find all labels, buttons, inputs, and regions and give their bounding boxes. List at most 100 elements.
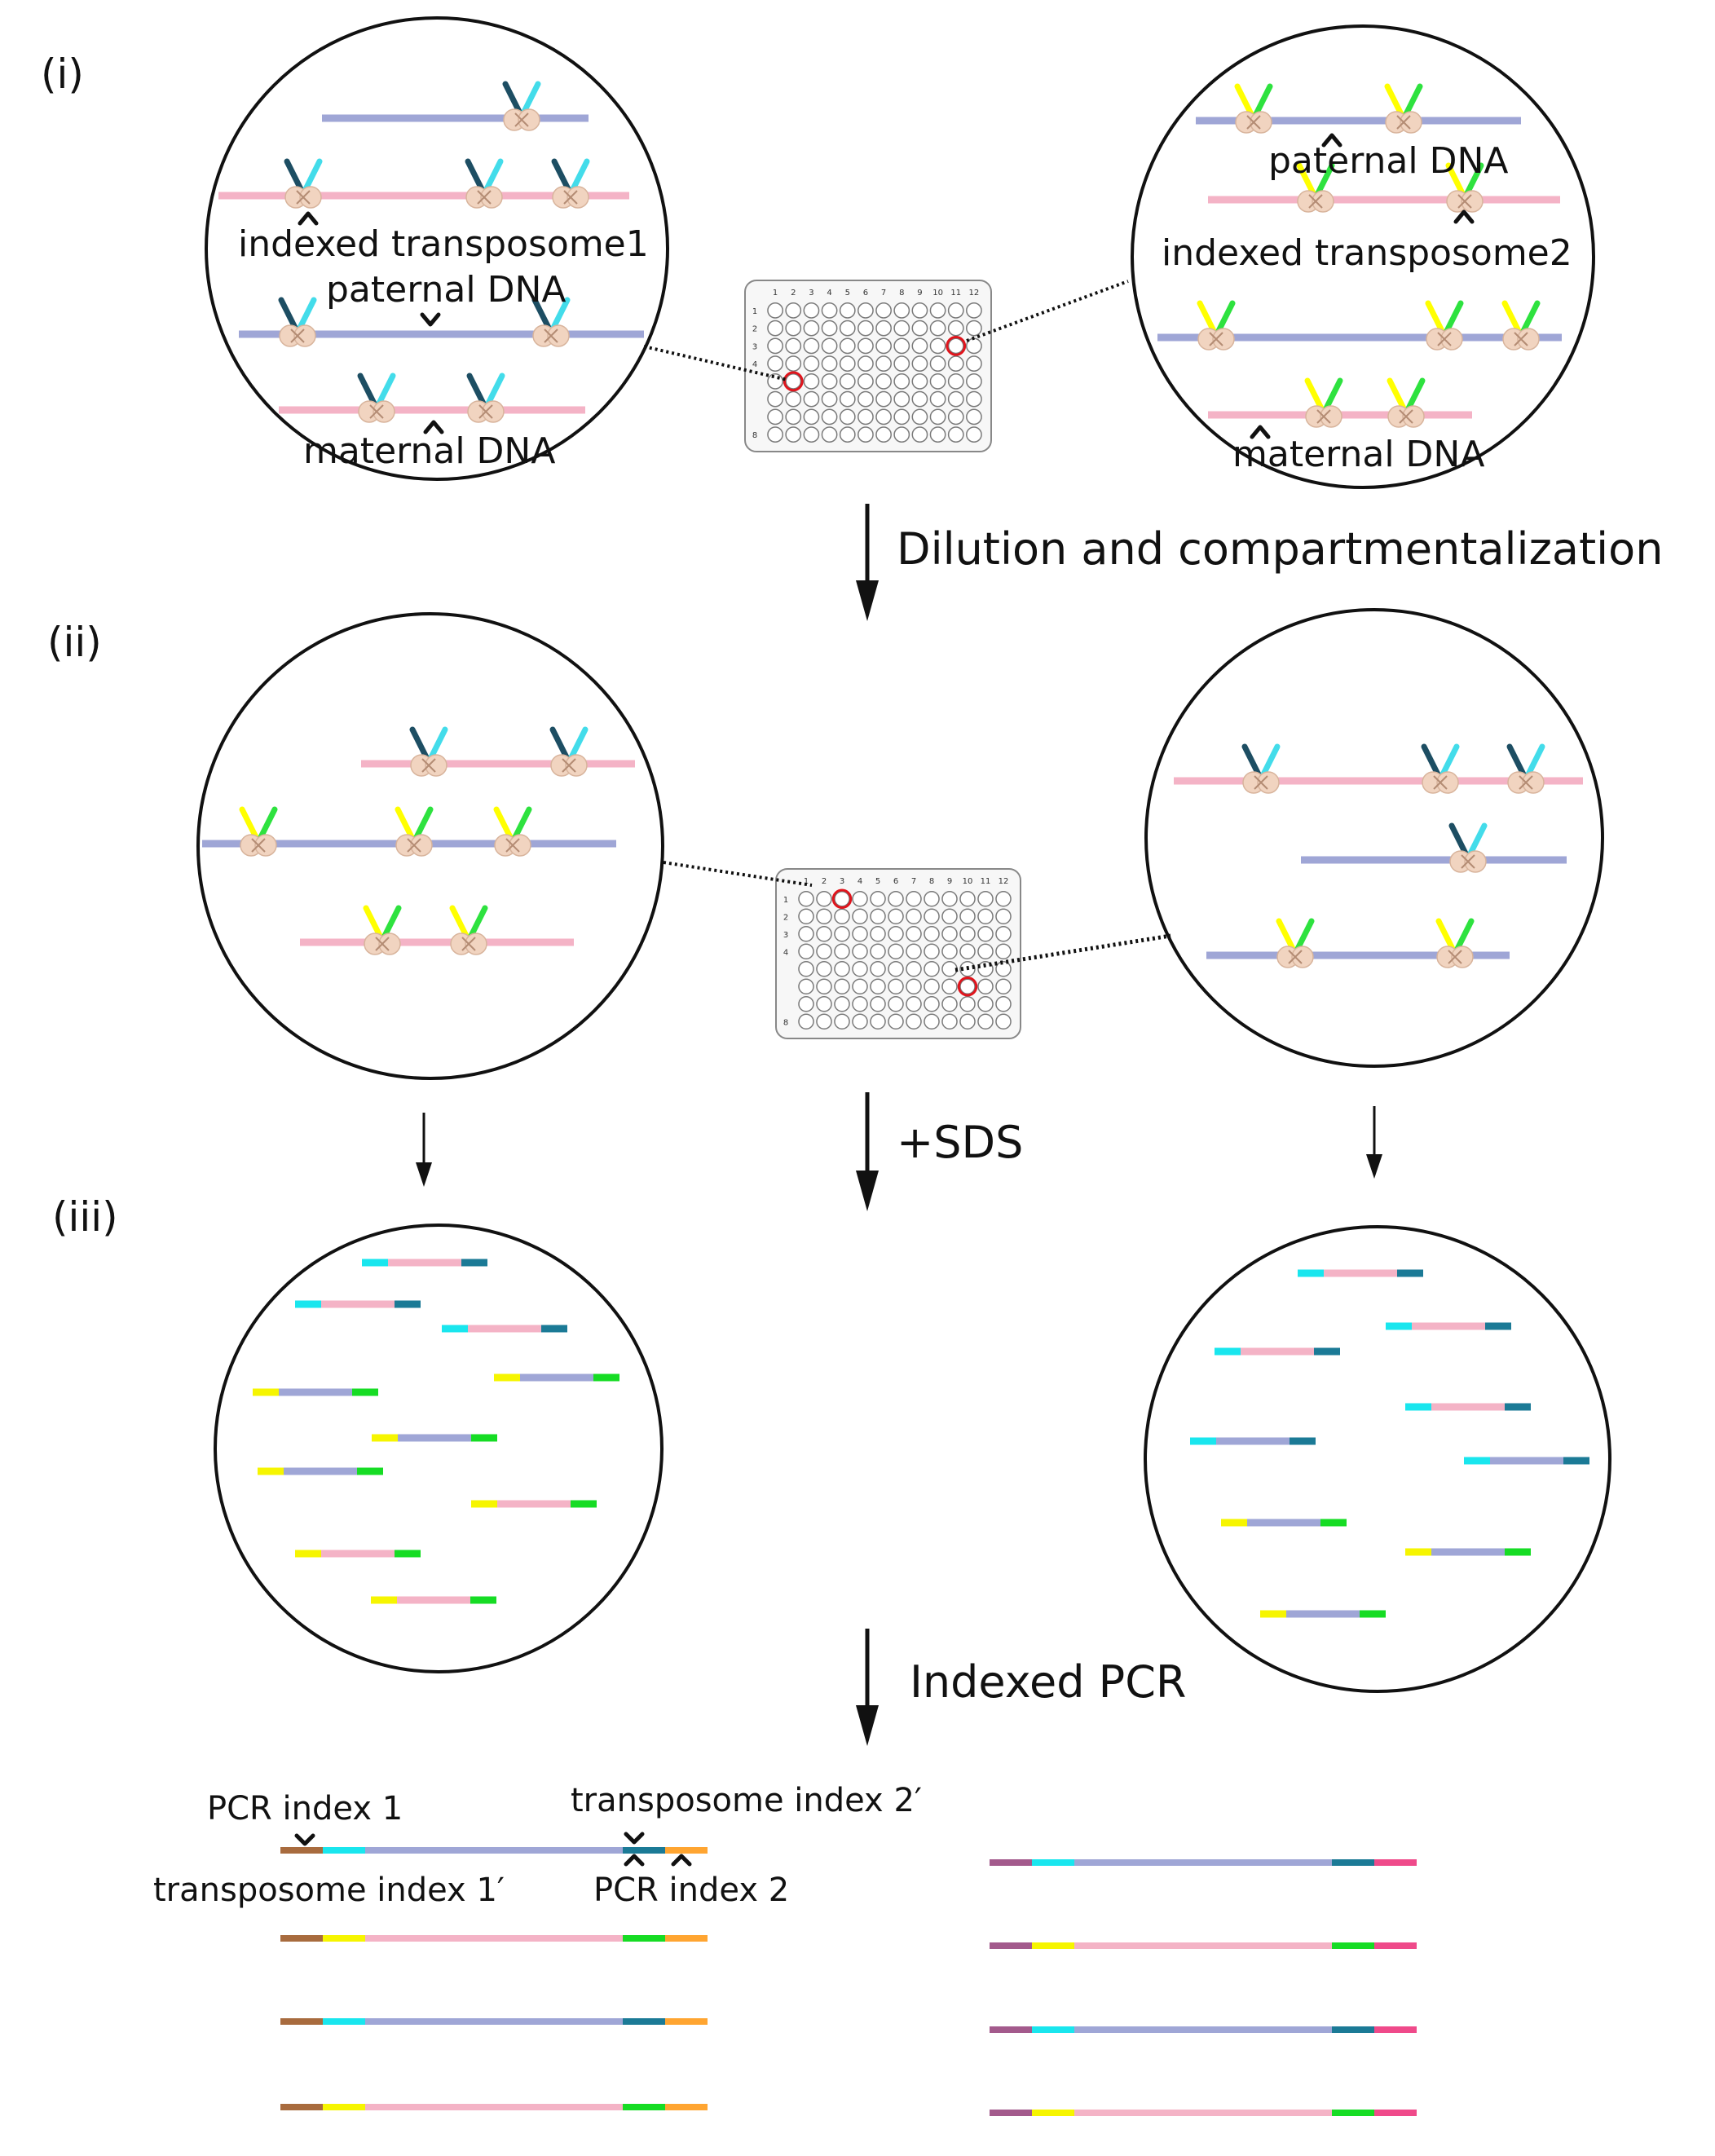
plate-row-label: 2 — [752, 325, 757, 334]
plate-well — [870, 908, 886, 925]
plate-column-label: 2 — [791, 289, 796, 298]
plate-well — [959, 925, 976, 942]
transposase-cross — [562, 758, 576, 773]
plate-row-label: 3 — [752, 342, 757, 351]
adapter-arm-right — [485, 373, 505, 407]
plate-well — [911, 408, 928, 425]
plate-well — [852, 890, 868, 907]
adapter-arm-right — [1323, 377, 1343, 412]
transposase-cross — [1514, 332, 1528, 346]
plate-well — [941, 1013, 958, 1030]
plate-well — [785, 390, 802, 408]
label-pcr-index-2: PCR index 2 — [593, 1872, 789, 1909]
plate-well — [821, 337, 838, 355]
plate-well — [966, 302, 982, 319]
plate-well — [875, 320, 892, 337]
adapter-arm-right — [521, 81, 541, 115]
plate-well — [839, 355, 856, 373]
label-transposome-index-1-prime: transposome index 1′ — [153, 1872, 505, 1909]
dna-group-ii-right — [1174, 743, 1583, 968]
pcr-products — [280, 1847, 1417, 2116]
plate-well — [995, 908, 1012, 925]
adapter-arm-left — [395, 806, 415, 840]
plate-well — [959, 995, 976, 1012]
plate-well — [995, 925, 1012, 942]
plate-well — [816, 925, 832, 942]
plate-well — [906, 890, 922, 907]
transposome-2-icon — [363, 905, 402, 955]
transposase-cross — [296, 190, 311, 205]
transposase-lobe — [254, 834, 277, 857]
adapter-arm-left — [278, 297, 298, 331]
plate-column-label: 2 — [822, 877, 827, 886]
plate-well — [977, 943, 994, 960]
plate-well — [839, 408, 856, 425]
plate-well — [821, 408, 838, 425]
plate-well — [785, 426, 802, 443]
plate-well — [941, 890, 958, 907]
transposome-1-icon — [549, 726, 589, 777]
panel-label-i: (i) — [41, 51, 84, 98]
plate-well — [941, 908, 958, 925]
adapter-arm-left — [493, 806, 514, 840]
transposase-cross — [514, 112, 529, 127]
plate-well — [888, 925, 904, 942]
plate-row-label: 8 — [752, 431, 757, 440]
transposase-cross — [407, 838, 421, 853]
fragments-iii-right — [1190, 1269, 1589, 1618]
plate-well — [947, 390, 964, 408]
plate-well — [893, 426, 910, 443]
plate-well — [839, 390, 856, 408]
label-indexed-transposome-1: indexed transposome1 — [238, 223, 649, 265]
arrow-left-down — [416, 1113, 432, 1187]
transposase-lobe — [1461, 190, 1484, 213]
plate-well — [834, 908, 850, 925]
transposase-cross — [461, 937, 476, 951]
plate-well — [870, 978, 886, 995]
plate-row-label: 1 — [783, 896, 788, 905]
transposase-cross — [1288, 950, 1303, 964]
plate-well — [767, 302, 783, 319]
transposase-lobe — [1257, 771, 1280, 794]
plate-well — [821, 302, 838, 319]
adapter-arm-right — [381, 905, 402, 939]
adapter-arm-left — [1197, 300, 1217, 334]
plate-well — [875, 373, 892, 390]
plate-well — [977, 890, 994, 907]
plate-well — [929, 337, 946, 355]
plate-well — [966, 320, 982, 337]
plate-well — [803, 302, 820, 319]
plate-well — [785, 408, 802, 425]
plate-well — [941, 995, 958, 1012]
adapter-arm-right — [1294, 918, 1315, 952]
plate-well — [870, 960, 886, 977]
adapter-arm-right — [550, 297, 571, 331]
label-transposome-index-2-prime: transposome index 2′ — [571, 1782, 922, 1819]
plate-well — [893, 390, 910, 408]
plate-well — [816, 908, 832, 925]
plate-well — [929, 390, 946, 408]
adapter-arm-left — [239, 806, 259, 840]
adapter-arm-right — [1467, 822, 1488, 857]
plate-well — [888, 908, 904, 925]
plate-column-label: 12 — [999, 877, 1009, 886]
adapter-arm-left — [551, 158, 571, 192]
plate-well — [767, 337, 783, 355]
plate-well — [821, 320, 838, 337]
adapter-arm-right — [1403, 83, 1423, 117]
transposase-lobe — [1212, 328, 1235, 351]
plate-well — [821, 426, 838, 443]
transposase-cross — [375, 937, 390, 951]
transposase-cross — [1437, 332, 1452, 346]
adapter-arm-left — [1276, 918, 1296, 952]
plate-well — [858, 408, 874, 425]
plate-well — [911, 373, 928, 390]
transposase-cross — [1396, 115, 1411, 130]
transposase-cross — [1461, 854, 1475, 869]
transposase-cross — [251, 838, 266, 853]
adapter-arm-right — [1260, 743, 1281, 778]
fragments-iii-left — [253, 1259, 619, 1604]
transposase-cross — [290, 328, 305, 343]
plate-column-label: 3 — [840, 877, 844, 886]
connector-ii-right — [954, 933, 1171, 972]
